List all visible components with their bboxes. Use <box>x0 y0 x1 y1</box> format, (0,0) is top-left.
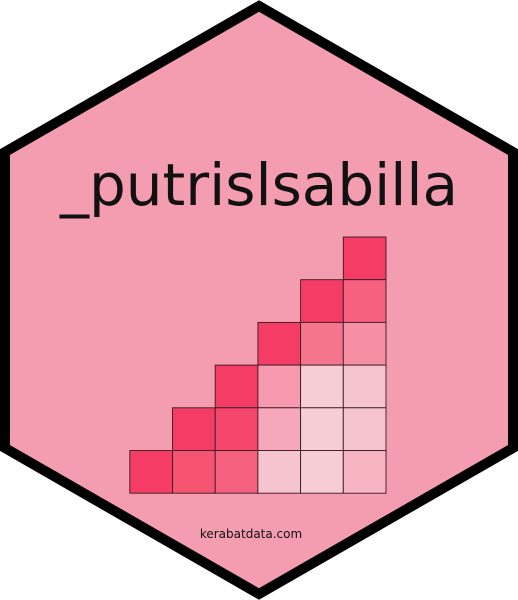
grid-cell <box>342 364 387 409</box>
grid-cell <box>214 450 259 494</box>
grid-cell <box>300 321 344 366</box>
grid-cell <box>342 279 387 323</box>
grid-cell <box>129 450 173 494</box>
grid-cell <box>342 321 387 366</box>
grid-cell <box>257 450 302 494</box>
grid-cell <box>300 450 344 494</box>
grid-cell <box>257 364 302 409</box>
grid-cell <box>300 279 344 323</box>
logo-title: _putrislsabilla <box>59 151 458 219</box>
website-label: kerabatdata.com <box>200 527 302 541</box>
grid-cell <box>214 407 259 451</box>
staircase-grid <box>129 236 387 494</box>
grid-cell <box>214 364 259 409</box>
grid-cell <box>342 450 387 494</box>
grid-cell <box>342 236 387 281</box>
grid-cell <box>172 450 216 494</box>
grid-cell <box>257 407 302 451</box>
grid-cell <box>300 364 344 409</box>
grid-cell <box>257 321 302 366</box>
grid-cell <box>300 407 344 451</box>
grid-cell <box>172 407 216 451</box>
grid-cell <box>342 407 387 451</box>
